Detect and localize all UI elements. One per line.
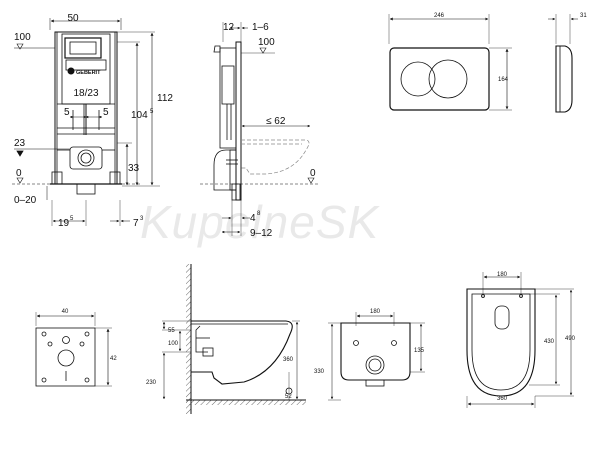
dim-floor-range: 0–20 <box>14 195 37 206</box>
dim-left-100: 100 <box>14 32 31 43</box>
dim-right-5: 5 <box>103 107 109 118</box>
flush-plate-side <box>548 14 578 113</box>
dim-top-d180: 180 <box>497 272 508 278</box>
dim-reach: ≤ 62 <box>266 116 286 127</box>
bowl-top-view <box>466 272 574 408</box>
dim-plate-depth: 31 <box>580 13 587 19</box>
frame-side-bowl-outline <box>241 139 310 175</box>
flush-plate-side-labels: 31 <box>580 13 587 19</box>
wall-cutout-labels: 40 42 <box>62 309 118 362</box>
watermark-text: KupelneSK <box>140 196 380 248</box>
dim-height-104: 104 <box>131 110 148 121</box>
dim-d52: 52 <box>285 394 292 400</box>
dim-level-0: 0 <box>16 168 22 179</box>
dim-bottom-19: 19 <box>58 218 70 229</box>
dim-top-range: 1–6 <box>252 22 269 33</box>
dim-cutout-width: 40 <box>62 309 69 315</box>
dim-top-12: 12 <box>223 22 235 33</box>
dim-back-d180: 180 <box>370 309 381 315</box>
dim-back-d135: 135 <box>414 348 425 354</box>
dim-right-100: 100 <box>258 37 275 48</box>
dim-d230: 230 <box>146 380 157 386</box>
dim-plate-width: 246 <box>434 13 445 19</box>
dim-cutout-height: 42 <box>110 356 117 362</box>
bowl-side-view <box>162 264 306 414</box>
bowl-top-labels: 180 430 490 360 <box>497 272 576 402</box>
flush-plate-front-labels: 246 164 <box>434 13 509 83</box>
dim-width-50: 50 <box>67 13 79 24</box>
bowl-side-labels: 55 100 230 360 52 <box>146 328 294 400</box>
dim-bottom-range: 9–12 <box>250 228 273 239</box>
dim-back-d330: 330 <box>314 369 325 375</box>
dim-d55: 55 <box>168 328 175 334</box>
bowl-back-view <box>328 312 425 401</box>
dim-height-33: 33 <box>128 163 140 174</box>
frame-side-labels: 12 1–6 100 ≤ 62 0 4 8 9–12 <box>223 22 316 239</box>
frame-side-view <box>200 22 320 236</box>
dim-height-104-sup: 5 <box>150 109 154 115</box>
frame-front-labels: 50 100 18/23 5 5 23 0 0–20 112 104 5 33 … <box>14 13 173 229</box>
dim-height-112: 112 <box>157 93 173 104</box>
dim-top-d360: 360 <box>497 396 508 402</box>
wall-cutout <box>35 312 112 387</box>
dim-top-d430: 430 <box>544 339 555 345</box>
dim-top-d490: 490 <box>565 336 576 342</box>
svg-text:GEBERIT: GEBERIT <box>76 70 101 76</box>
dim-d100: 100 <box>168 341 179 347</box>
frame-front-view <box>12 18 160 226</box>
dim-left-5: 5 <box>64 107 70 118</box>
dim-d360: 360 <box>283 357 294 363</box>
flush-plate-front <box>388 14 512 111</box>
dim-plate-height: 164 <box>498 77 509 83</box>
dim-side-level-0: 0 <box>310 168 316 179</box>
bowl-back-labels: 180 135 330 <box>314 309 425 375</box>
dim-outlet-range: 18/23 <box>73 88 98 99</box>
geberit-logo: GEBERIT <box>67 67 101 76</box>
dim-bottom-4-sup: 8 <box>257 211 261 217</box>
dim-bottom-4: 4 <box>250 213 256 224</box>
dim-bottom-7: 7 <box>133 218 139 229</box>
dim-level-23: 23 <box>14 138 26 149</box>
dim-bottom-19-sup: 5 <box>70 216 74 222</box>
dim-bottom-7-sup: 3 <box>140 216 144 222</box>
